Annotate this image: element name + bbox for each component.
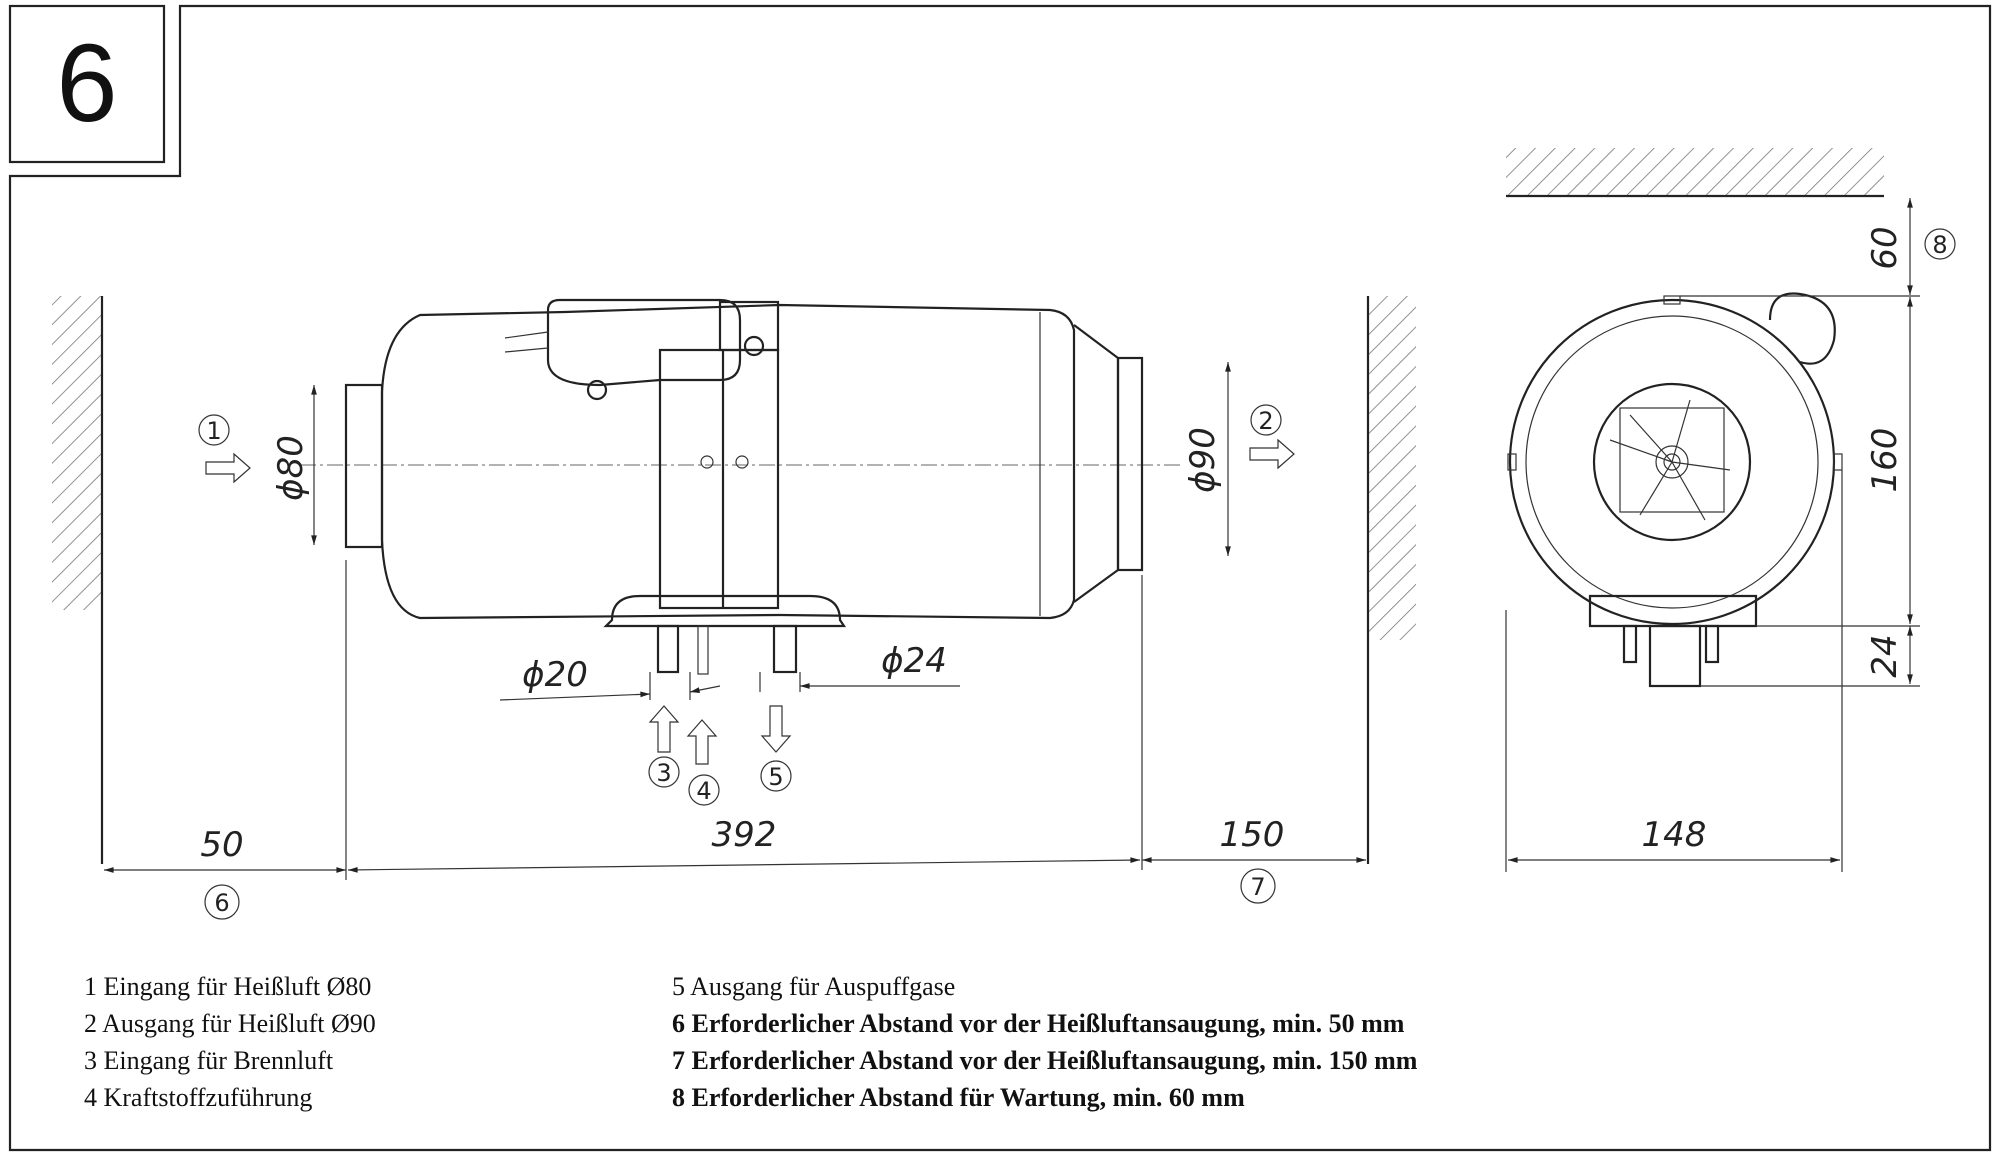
callout-8: 8 [1932,231,1947,259]
callout-4: 4 [696,777,711,805]
callout-1: 1 [206,417,221,445]
dim-inlet-diameter: ϕ80 [271,435,311,501]
legend-item-3: 3 Eingang für Brennluft [84,1046,334,1075]
dim-rear-gap: 150 [1220,815,1285,855]
front-wall [52,296,104,864]
callout-3: 3 [656,759,671,787]
heater-front-view [1507,292,1843,688]
top-wall [1506,148,1884,198]
legend-left: 1 Eingang für Heißluft Ø80 2 Ausgang für… [84,968,376,1116]
legend-item-7: 7 Erforderlicher Abstand vor der Heißluf… [672,1046,1418,1075]
dim-top-gap: 60 [1865,226,1905,269]
legend-item-6: 6 Erforderlicher Abstand vor der Heißluf… [672,1009,1405,1038]
legend-item-1: 1 Eingang für Heißluft Ø80 [84,972,372,1001]
dim-height: 160 [1865,428,1905,493]
callout-7: 7 [1250,873,1265,901]
legend-right: 5 Ausgang für Auspuffgase 6 Erforderlich… [672,968,1417,1116]
callout-markers [198,228,1956,920]
callout-2: 2 [1258,407,1273,435]
dim-outlet-diameter: ϕ90 [1183,427,1223,493]
callout-6: 6 [214,889,229,917]
dim-exhaust-diameter: ϕ24 [881,641,947,681]
dimension-labels: ϕ80 ϕ90 ϕ20 ϕ24 50 392 150 148 60 160 24 [200,226,1905,865]
callout-labels: 1 2 3 4 5 6 7 8 [206,231,1947,917]
page-frame [8,4,1992,1152]
dim-width: 148 [1642,815,1707,855]
callout-5: 5 [768,763,783,791]
flow-arrows [205,438,1295,765]
dim-air-diameter: ϕ20 [522,655,588,695]
dim-length: 392 [712,815,777,855]
heater-side-view [300,298,1180,675]
legend-item-4: 4 Kraftstoffzuführung [84,1083,313,1112]
legend-item-8: 8 Erforderlicher Abstand für Wartung, mi… [672,1083,1245,1112]
legend-item-5: 5 Ausgang für Auspuffgase [672,972,956,1001]
dim-pipe-length: 24 [1865,634,1905,677]
rear-wall [1366,296,1416,864]
dim-front-gap: 50 [200,825,243,865]
dimension-lines [104,198,1920,880]
legend-item-2: 2 Ausgang für Heißluft Ø90 [84,1009,376,1038]
step-number: 6 [56,22,118,145]
